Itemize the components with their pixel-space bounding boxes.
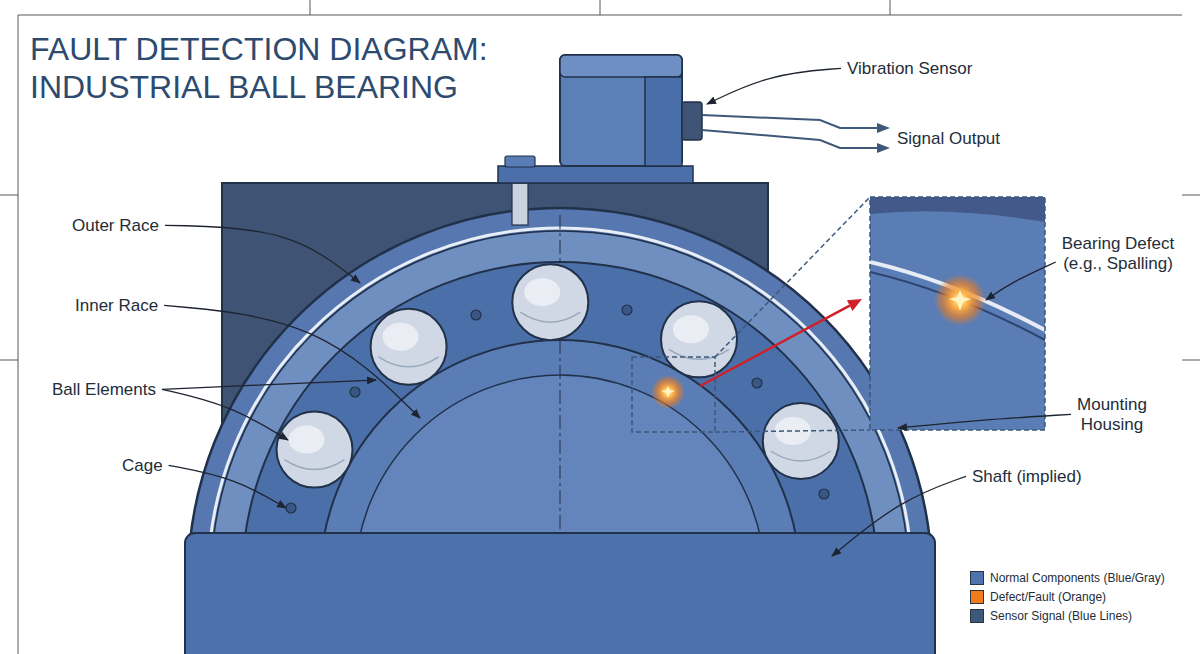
inset-ring-edge xyxy=(870,197,1045,222)
leader-line xyxy=(169,465,286,508)
diagram-title: FAULT DETECTION DIAGRAM: INDUSTRIAL BALL… xyxy=(30,30,650,107)
leader-line xyxy=(164,305,420,418)
ball xyxy=(512,264,588,340)
ball-highlight xyxy=(383,323,419,351)
ball xyxy=(277,412,353,488)
ball-body xyxy=(371,309,447,385)
leader-line xyxy=(898,414,1071,428)
defect-glow xyxy=(651,375,685,409)
signal-cables xyxy=(702,115,878,148)
leader-line xyxy=(165,225,360,283)
legend-row: Normal Components (Blue/Gray) xyxy=(970,570,1165,586)
ball-shade xyxy=(771,451,831,461)
legend-row: Sensor Signal (Blue Lines) xyxy=(970,608,1132,624)
outer-race xyxy=(188,208,932,540)
ball-body xyxy=(512,264,588,340)
cage-hole xyxy=(286,503,296,513)
part-label: Mounting Housing xyxy=(1062,395,1162,436)
defect-spot xyxy=(651,375,685,409)
shaft xyxy=(185,533,935,654)
legend-text: Sensor Signal (Blue Lines) xyxy=(990,609,1132,623)
ball-elements xyxy=(277,264,839,487)
legend-row: Defect/Fault (Orange) xyxy=(970,589,1106,605)
legend-swatch xyxy=(970,590,984,604)
signal-wire xyxy=(702,115,878,128)
signal-wire xyxy=(702,130,878,148)
ball xyxy=(661,301,737,377)
part-label: Bearing Defect (e.g., Spalling) xyxy=(1048,234,1188,275)
legend-text: Defect/Fault (Orange) xyxy=(990,590,1106,604)
defect-crack xyxy=(661,386,675,398)
part-label: Ball Elements xyxy=(52,380,156,400)
inset-groove-light xyxy=(870,262,1045,330)
part-label: Outer Race xyxy=(72,216,159,236)
sensor-body xyxy=(560,55,682,166)
sensor-side xyxy=(645,77,682,166)
sensor-bolt xyxy=(505,156,535,167)
sensor-base-plate xyxy=(498,166,693,183)
zoom-arrow-line xyxy=(700,306,850,386)
part-label: Shaft (implied) xyxy=(972,467,1082,487)
part-label: Vibration Sensor xyxy=(847,59,972,79)
leader-line xyxy=(162,380,376,389)
legend-swatch xyxy=(970,609,984,623)
center-line xyxy=(560,215,561,530)
inset-defect-crack xyxy=(949,290,971,311)
zoom-arrow-head xyxy=(847,299,862,311)
vibration-sensor xyxy=(498,55,702,225)
ball-highlight xyxy=(673,315,709,343)
ball-shade xyxy=(520,312,580,322)
cage-hole xyxy=(622,305,632,315)
ball-shade xyxy=(379,357,439,367)
cage-hole xyxy=(752,378,762,388)
ball-shade xyxy=(669,349,729,359)
legend-text: Normal Components (Blue/Gray) xyxy=(990,571,1165,585)
signal-arrowhead xyxy=(877,123,890,133)
leader-line xyxy=(707,68,841,104)
part-label: Signal Output xyxy=(897,129,1000,149)
cage-hole xyxy=(471,310,481,320)
cage-hole xyxy=(819,489,829,499)
part-label: Cage xyxy=(122,456,163,476)
part-label: Inner Race xyxy=(75,296,158,316)
leader-line xyxy=(162,389,288,440)
ball-body xyxy=(277,412,353,488)
inset-groove-dark xyxy=(870,272,1045,340)
ball-highlight xyxy=(524,278,560,306)
zoom-inset xyxy=(870,197,1045,430)
inset-defect-glow xyxy=(934,274,986,326)
inset-frame xyxy=(870,197,1045,430)
inset-content xyxy=(870,197,1045,430)
legend-swatch xyxy=(970,571,984,585)
zoom-line xyxy=(715,197,870,432)
ball-body xyxy=(763,403,839,479)
ball-body xyxy=(661,301,737,377)
sensor-stem xyxy=(512,183,528,225)
inset-ground xyxy=(870,197,1045,430)
ball xyxy=(763,403,839,479)
cage-hole xyxy=(350,387,360,397)
ball-highlight xyxy=(289,426,325,454)
zoom-arrow xyxy=(700,299,862,386)
bearing-rings xyxy=(188,208,932,540)
ball-shade xyxy=(285,460,345,470)
leader-line xyxy=(986,262,1056,300)
signal-arrowhead xyxy=(877,143,890,153)
ball xyxy=(371,309,447,385)
sensor-top xyxy=(560,55,682,77)
detail-marker-box xyxy=(632,357,715,432)
leader-line xyxy=(832,476,966,556)
sensor-connector xyxy=(682,102,702,140)
